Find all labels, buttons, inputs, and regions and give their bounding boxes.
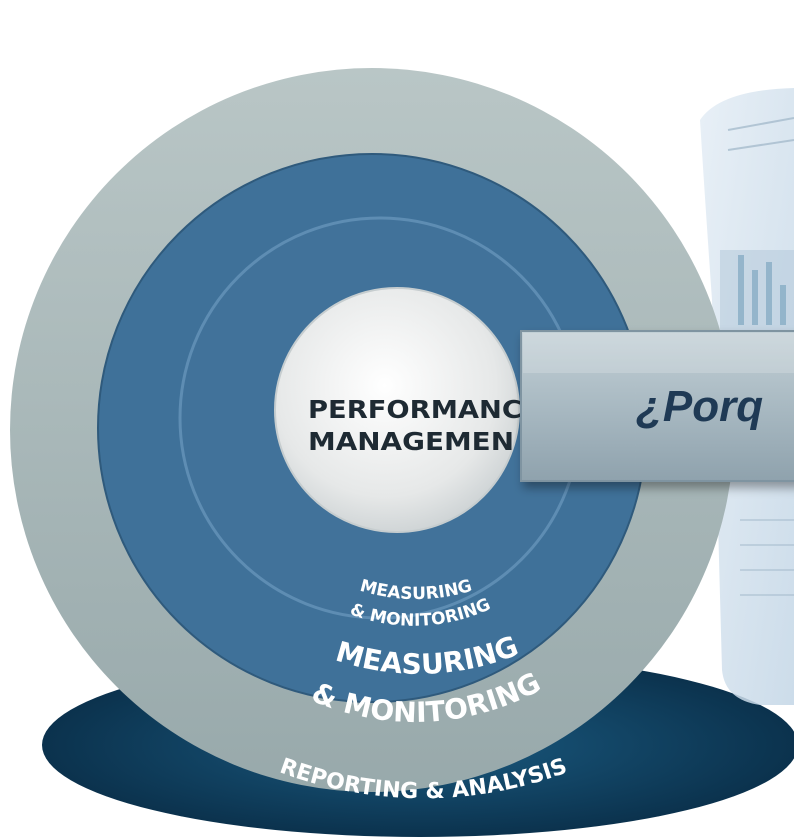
callout-box <box>520 330 794 482</box>
center-title-line1: PERFORMANC <box>308 395 522 424</box>
center-circle <box>274 287 520 533</box>
center-title-line2: MANAGEMEN <box>308 427 514 456</box>
callout-text: ¿Porq <box>636 382 763 431</box>
